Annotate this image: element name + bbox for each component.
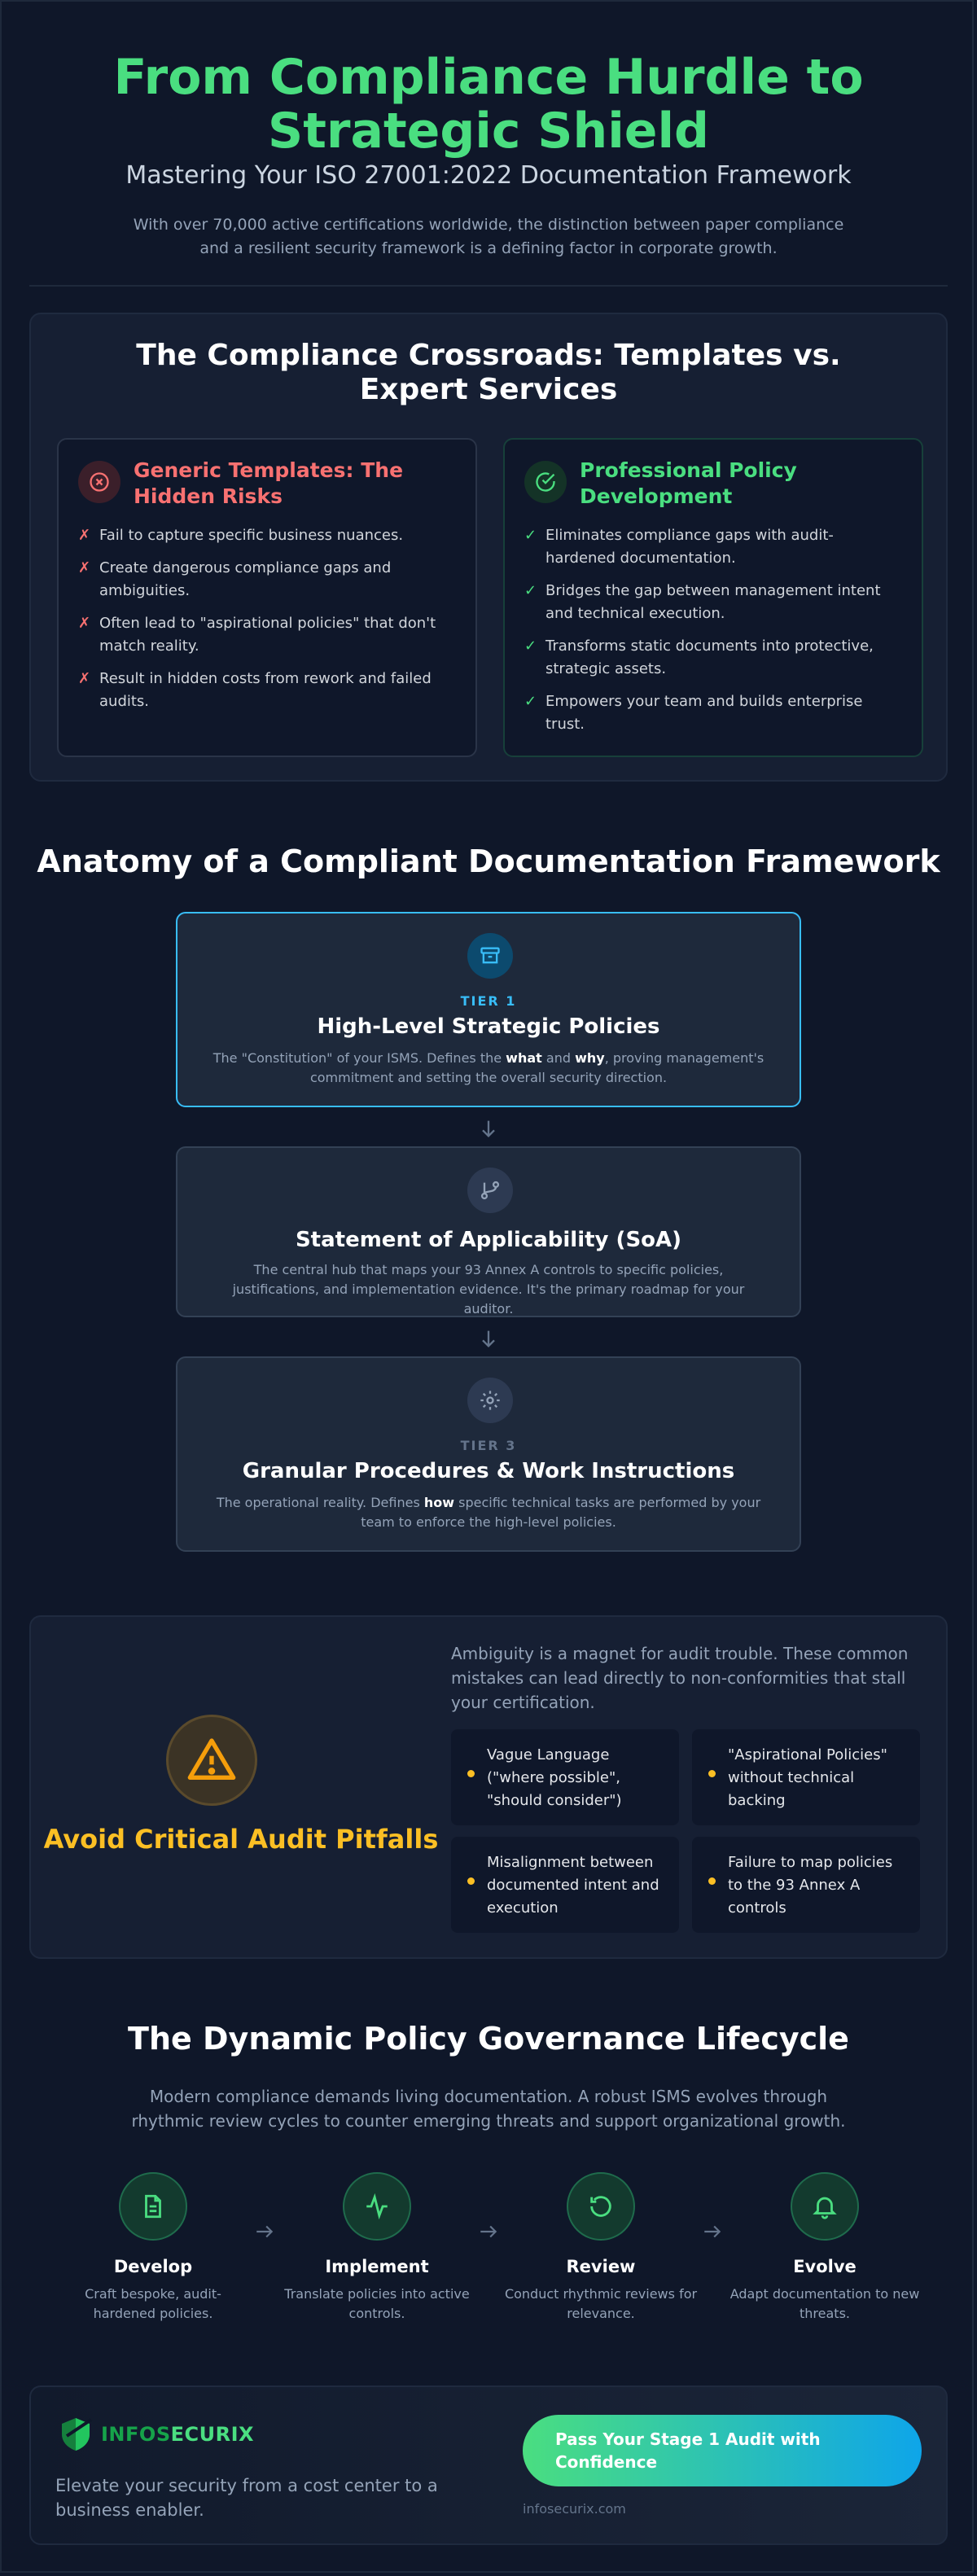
step-description: Translate policies into active controls.: [284, 2286, 470, 2321]
page-subtitle: Mastering Your ISO 27001:2022 Documentat…: [125, 161, 852, 190]
tier-name: Statement of Applicability (SoA): [295, 1228, 682, 1252]
soa-card: Statement of Applicability (SoA) The cen…: [176, 1146, 801, 1317]
anatomy-title: Anatomy of a Compliant Documentation Fra…: [37, 843, 940, 879]
document-icon: [119, 2172, 187, 2241]
pitfalls-title: Avoid Critical Audit Pitfalls: [43, 1824, 439, 1855]
website-link[interactable]: infosecurix.com: [523, 2501, 626, 2517]
activity-icon: [343, 2172, 411, 2241]
tier-name: Granular Procedures & Work Instructions: [242, 1459, 735, 1483]
tier-description: The operational reality. Defines how spe…: [216, 1495, 761, 1530]
footer-banner: INFOSECURIX Elevate your security from a…: [29, 2385, 948, 2545]
check-mark-icon: ✓: [524, 637, 537, 655]
check-circle-icon: [524, 461, 567, 503]
archive-icon: [467, 933, 513, 979]
footer-tagline: Elevate your security from a cost center…: [55, 2476, 438, 2520]
check-mark-icon: ✓: [524, 527, 537, 544]
list-item: ✓Eliminates compliance gaps with audit-h…: [524, 524, 902, 570]
x-mark-icon: ✗: [78, 615, 91, 632]
check-mark-icon: ✓: [524, 693, 537, 710]
brand-logo: INFOSECURIX: [59, 2415, 270, 2454]
pitfall-item: Misalignment between documented intent a…: [451, 1837, 679, 1933]
page-title: From Compliance Hurdle to Strategic Shie…: [113, 49, 864, 160]
list-item: ✗Fail to capture specific business nuanc…: [78, 524, 456, 547]
step-description: Conduct rhythmic reviews for relevance.: [504, 2286, 698, 2321]
tier-name: High-Level Strategic Policies: [317, 1014, 660, 1039]
check-mark-icon: ✓: [524, 582, 537, 599]
arrow-down-icon: [482, 1330, 495, 1347]
professional-policy-title: Professional Policy Development: [580, 458, 797, 508]
list-item: ✗Result in hidden costs from rework and …: [78, 668, 456, 713]
lifecycle-intro: Modern compliance demands living documen…: [131, 2087, 846, 2131]
pitfall-item: Failure to map policies to the 93 Annex …: [692, 1837, 920, 1933]
header-divider: [29, 285, 948, 287]
step-name: Review: [566, 2257, 636, 2276]
professional-policy-card: Professional Policy Development ✓Elimina…: [503, 438, 923, 757]
x-mark-icon: ✗: [78, 559, 91, 576]
x-mark-icon: ✗: [78, 527, 91, 544]
shield-icon: [62, 2418, 93, 2451]
list-item: ✓Bridges the gap between management inte…: [524, 580, 902, 625]
bullet-dot: [467, 1877, 475, 1885]
step-name: Evolve: [793, 2257, 857, 2276]
tier-description: The "Constitution" of your ISMS. Defines…: [212, 1050, 765, 1085]
arrow-down-icon: [482, 1120, 495, 1137]
lifecycle-title: The Dynamic Policy Governance Lifecycle: [128, 2021, 849, 2057]
generic-templates-title: Generic Templates: The Hidden Risks: [134, 458, 404, 508]
x-circle-icon: [78, 461, 120, 503]
git-branch-icon: [467, 1168, 513, 1213]
pitfalls-intro: Ambiguity is a magnet for audit trouble.…: [451, 1644, 909, 1712]
tier-3-card: TIER 3 Granular Procedures & Work Instru…: [176, 1356, 801, 1552]
list-item: ✗Create dangerous compliance gaps and am…: [78, 557, 456, 602]
list-item: ✓Transforms static documents into protec…: [524, 635, 902, 681]
step-description: Craft bespoke, audit-hardened policies.: [85, 2286, 221, 2321]
list-item: ✗Often lead to "aspirational policies" t…: [78, 612, 456, 658]
warning-icon: [166, 1715, 257, 1806]
step-name: Develop: [113, 2257, 193, 2276]
generic-risks-list: ✗Fail to capture specific business nuanc…: [78, 524, 456, 723]
tier-1-card: TIER 1 High-Level Strategic Policies The…: [176, 912, 801, 1107]
arrow-right-icon: [480, 2225, 497, 2238]
pitfall-item: Vague Language ("where possible", "shoul…: [451, 1729, 679, 1825]
bullet-dot: [467, 1770, 475, 1777]
professional-benefits-list: ✓Eliminates compliance gaps with audit-h…: [524, 524, 902, 746]
list-item: ✓Empowers your team and builds enterpris…: [524, 690, 902, 736]
arrow-right-icon: [256, 2225, 274, 2238]
x-mark-icon: ✗: [78, 670, 91, 687]
refresh-icon: [567, 2172, 635, 2241]
tier-description: The central hub that maps your 93 Annex …: [232, 1262, 745, 1316]
bell-icon: [791, 2172, 859, 2241]
crossroads-title: The Compliance Crossroads: Templates vs.…: [136, 339, 841, 406]
pitfall-item: "Aspirational Policies" without technica…: [692, 1729, 920, 1825]
gear-icon: [467, 1378, 513, 1423]
generic-templates-card: Generic Templates: The Hidden Risks ✗Fai…: [57, 438, 477, 757]
tier-label: TIER 3: [460, 1438, 517, 1453]
arrow-right-icon: [704, 2225, 721, 2238]
bullet-dot: [708, 1877, 716, 1885]
bullet-dot: [708, 1770, 716, 1777]
step-description: Adapt documentation to new threats.: [729, 2286, 920, 2321]
intro-text: With over 70,000 active certifications w…: [133, 216, 844, 257]
crossroads-panel: The Compliance Crossroads: Templates vs.…: [29, 313, 948, 782]
step-name: Implement: [325, 2257, 429, 2276]
tier-label: TIER 1: [460, 993, 517, 1009]
cta-button[interactable]: Pass Your Stage 1 Audit with Confidence: [523, 2415, 922, 2486]
